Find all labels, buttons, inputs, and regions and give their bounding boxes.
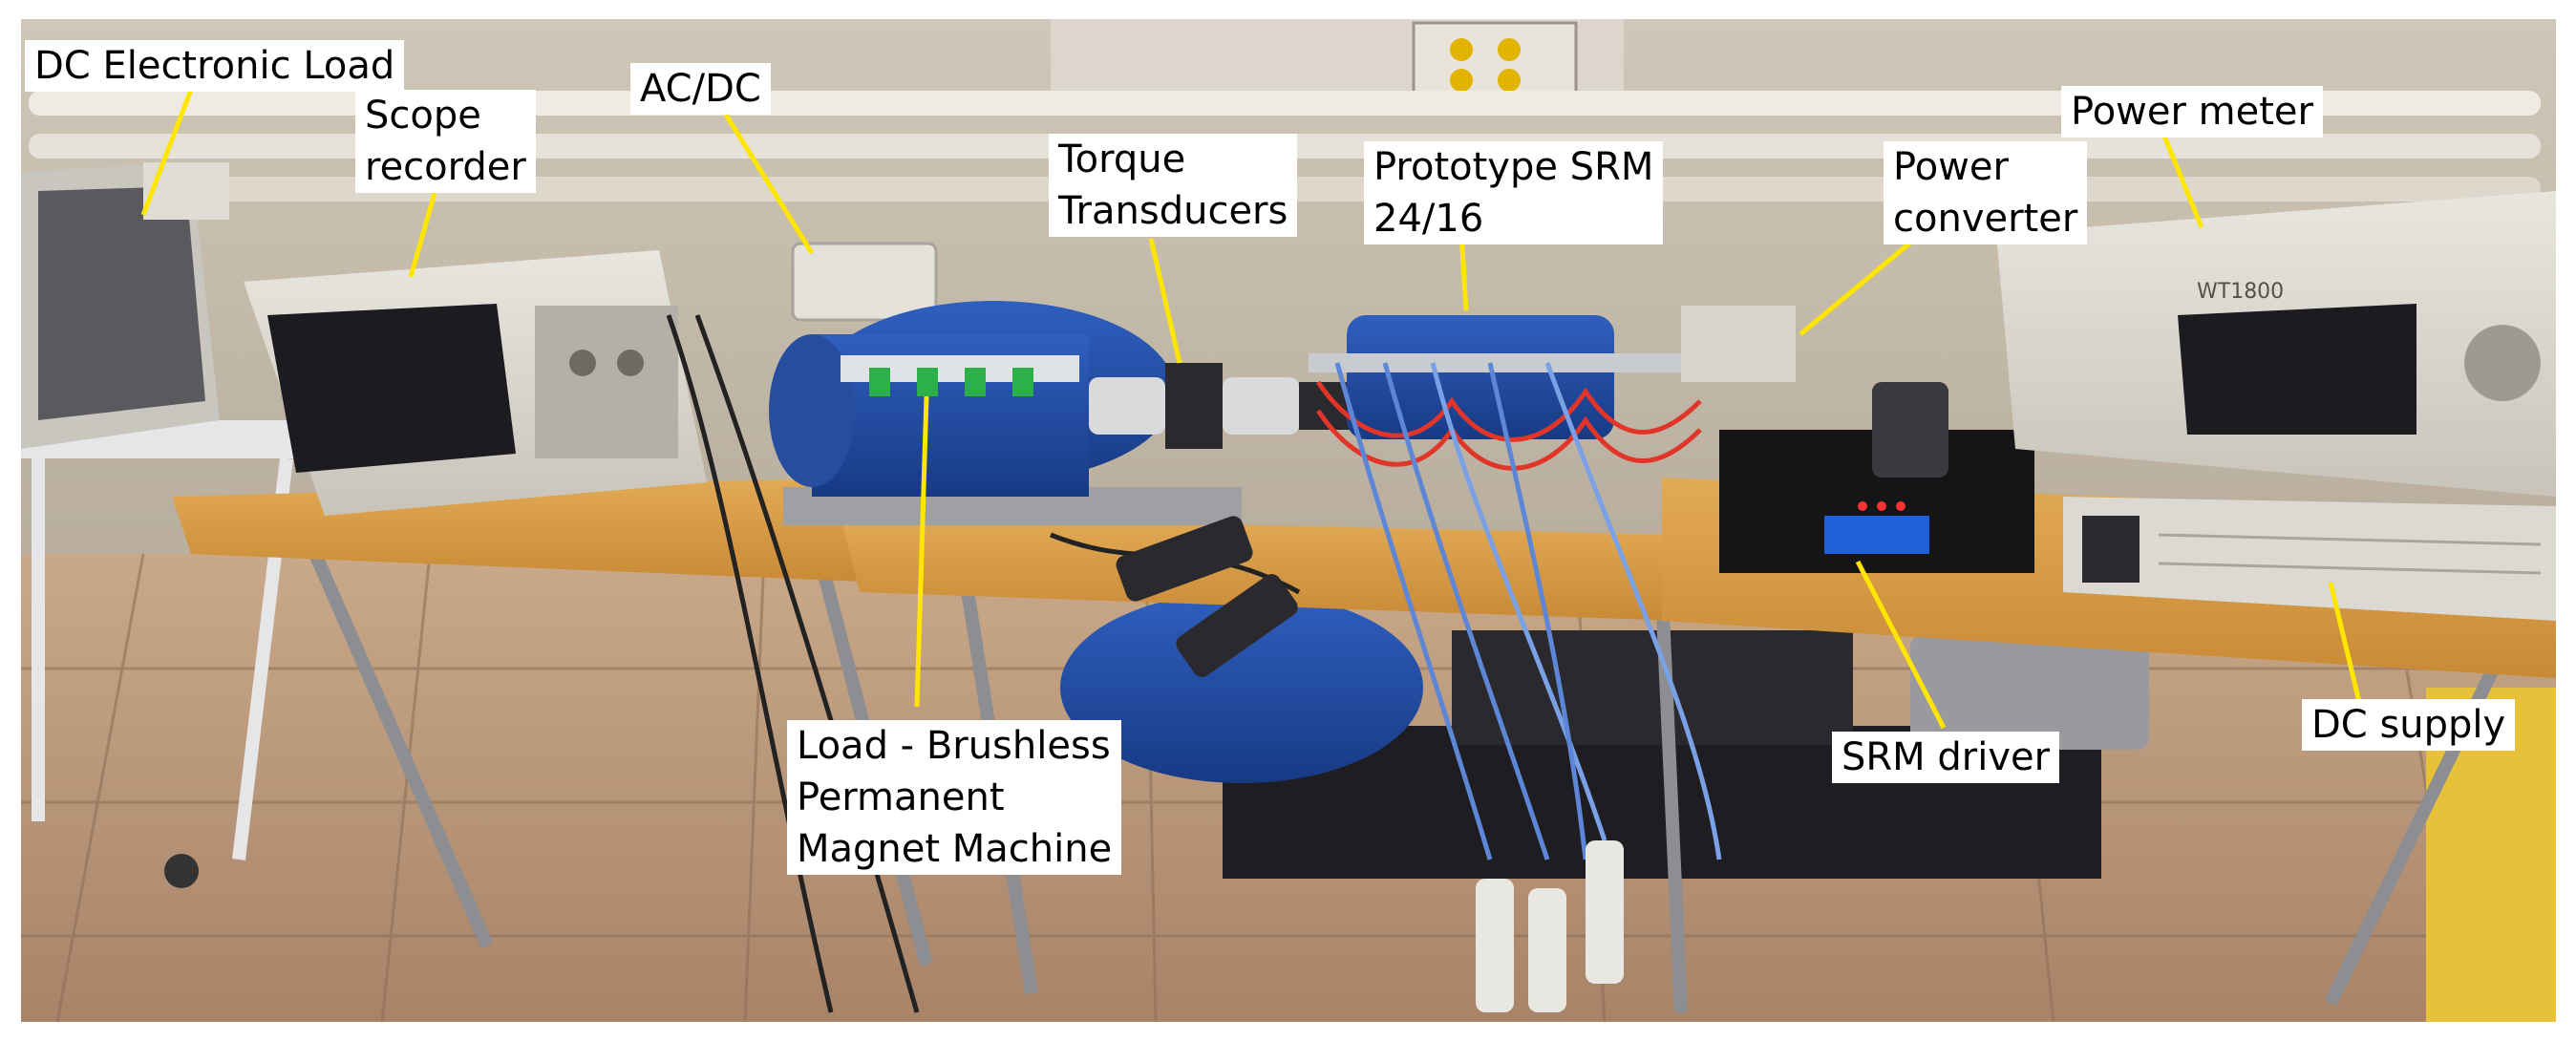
prototype-srm xyxy=(1309,315,1700,439)
leader-ac-dc xyxy=(723,113,815,255)
label-power-converter: Power converter xyxy=(1884,141,2088,244)
leader-dc-electronic-load xyxy=(140,89,194,216)
label-torque-transducers: Torque Transducers xyxy=(1049,134,1298,237)
leader-prototype-srm xyxy=(1458,233,1469,311)
label-line: DC Electronic Load xyxy=(34,44,395,88)
label-line: SRM driver xyxy=(1842,735,2051,779)
label-line: Load - Brushless xyxy=(797,724,1111,768)
leader-power-meter xyxy=(2161,133,2204,228)
label-srm-driver: SRM driver xyxy=(1832,732,2060,783)
label-line: AC/DC xyxy=(640,67,761,111)
label-prototype-srm: Prototype SRM 24/16 xyxy=(1364,141,1664,244)
label-line: Prototype SRM xyxy=(1373,145,1654,189)
lower-gray-motor xyxy=(1910,635,2149,750)
current-clamps xyxy=(1116,516,1298,677)
load-brushless-pm-machine xyxy=(769,301,1242,525)
floor-probes xyxy=(1476,840,1624,1012)
leader-torque-transducers xyxy=(1148,238,1182,364)
label-line: Power meter xyxy=(2071,90,2313,134)
power-meter-model-text: WT1800 xyxy=(2197,280,2284,304)
leader-srm-driver xyxy=(1855,560,1947,730)
torque-transducers xyxy=(1089,363,1356,449)
dc-supply-device xyxy=(2063,497,2556,621)
leader-load-machine xyxy=(914,395,929,708)
label-line: Magnet Machine xyxy=(797,827,1113,871)
label-load-machine: Load - Brushless Permanent Magnet Machin… xyxy=(787,720,1122,875)
lower-blue-motor xyxy=(1060,592,1423,783)
label-line: Power xyxy=(1893,145,2009,189)
label-line: Permanent xyxy=(797,775,1005,819)
label-ac-dc: AC/DC xyxy=(630,63,771,115)
label-line: Torque xyxy=(1058,138,1186,181)
wiring-harness xyxy=(666,314,1722,1013)
leader-scope-recorder xyxy=(408,192,437,278)
dc-electronic-load-device xyxy=(21,162,229,449)
srm-driver-device xyxy=(1719,382,2034,573)
label-line: Scope xyxy=(365,94,481,138)
label-dc-electronic-load: DC Electronic Load xyxy=(25,40,405,92)
desk-middle xyxy=(841,516,1681,621)
label-power-meter: Power meter xyxy=(2061,86,2323,138)
leader-dc-supply xyxy=(2328,582,2362,703)
scope-recorder-device xyxy=(244,250,707,516)
label-scope-recorder: Scope recorder xyxy=(355,90,536,193)
label-line: recorder xyxy=(365,145,526,189)
ac-dc-box xyxy=(791,242,938,322)
power-meter-device: WT1800 xyxy=(1996,191,2556,497)
leader-power-converter xyxy=(1799,237,1917,336)
annotation-leader-lines xyxy=(140,89,2362,730)
label-dc-supply: DC supply xyxy=(2302,699,2516,751)
power-converter-device xyxy=(1681,306,1796,382)
label-line: converter xyxy=(1893,197,2078,241)
label-line: DC supply xyxy=(2311,703,2506,747)
label-line: Transducers xyxy=(1058,189,1288,233)
label-line: 24/16 xyxy=(1373,197,1484,241)
